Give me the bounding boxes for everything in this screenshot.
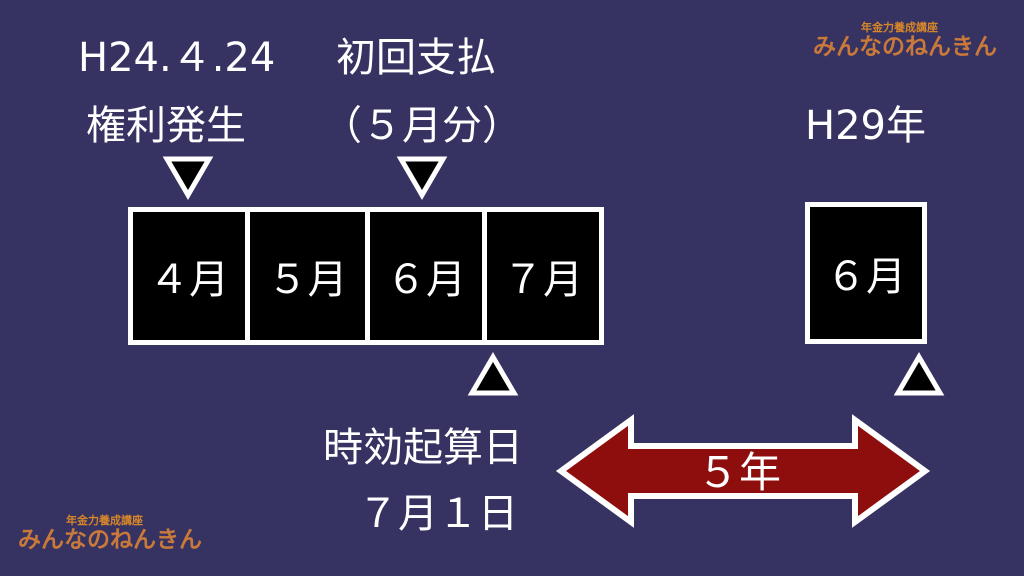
down-triangle-icon <box>162 156 214 200</box>
month-box-june: ６月 <box>365 207 487 345</box>
statute-start-date: ７月１日 <box>358 491 518 537</box>
up-triangle-icon <box>467 352 519 396</box>
brand-logo-bottom: 年金力養成講座 みんなのねんきん <box>18 515 202 552</box>
month-box-may: ５月 <box>245 207 370 345</box>
up-triangle-icon <box>893 352 945 396</box>
five-years-label: ５年 <box>697 448 782 497</box>
month-label: ７月 <box>503 257 583 303</box>
logo-subtitle: 年金力養成講座 <box>861 21 938 34</box>
month-label: ５月 <box>267 257 348 303</box>
double-arrow-icon <box>555 414 931 528</box>
first-payment-text: 初回支払 <box>336 35 496 81</box>
logo-subtitle: 年金力養成講座 <box>66 514 143 527</box>
first-payment-sub-text: （５月分） <box>322 103 522 149</box>
month-label: ６月 <box>386 257 466 303</box>
brand-logo-top: 年金力養成講座 みんなのねんきん <box>813 22 997 59</box>
month-label: ６月 <box>826 254 906 300</box>
year-h29-text: H29年 <box>805 103 926 149</box>
down-triangle-icon <box>396 156 448 200</box>
logo-name: みんなのねんきん <box>18 527 202 553</box>
month-box-later-june: ６月 <box>805 202 927 344</box>
month-label: ４月 <box>149 257 229 303</box>
month-box-july: ７月 <box>482 207 604 345</box>
statute-start-label: 時効起算日 <box>323 425 523 471</box>
right-granted-text: 権利発生 <box>86 103 246 149</box>
month-box-april: ４月 <box>128 207 250 345</box>
logo-name: みんなのねんきん <box>813 34 997 60</box>
grant-date-text: H24.４.24 <box>78 35 276 81</box>
